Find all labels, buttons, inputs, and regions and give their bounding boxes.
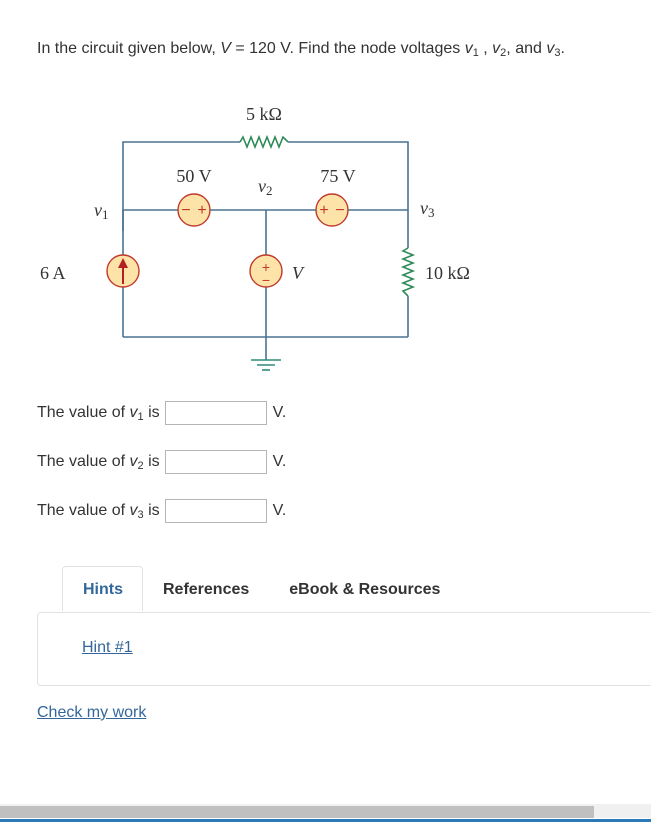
var-v3-sub: 3 (554, 47, 561, 59)
var-v2: v (492, 40, 501, 57)
answer-row-v1: The value of v1 is V. (37, 401, 286, 425)
question-sep2: , and (506, 40, 547, 57)
tab-references[interactable]: References (163, 581, 250, 598)
answer-label-v1: The value of v1 is (37, 403, 160, 423)
source-50v-label: 50 V (176, 166, 211, 186)
var-v1: v (464, 40, 473, 57)
answer-unit-v1: V. (272, 404, 287, 421)
horizontal-scrollbar[interactable] (0, 804, 651, 818)
var-v2-sub: 2 (500, 47, 507, 59)
node-v2-label: v2 (258, 176, 273, 198)
answer-unit-v3: V. (272, 502, 287, 519)
answer-unit-v2: V. (272, 453, 287, 470)
question-equals: = 120 V. Find the node voltages (230, 40, 465, 57)
current-source-label: 6 A (40, 263, 66, 283)
node-v3-label: v3 (420, 198, 435, 220)
answer-input-v1[interactable] (164, 401, 267, 425)
voltage-source-v-label: V (292, 263, 305, 283)
question-prefix: In the circuit given below, (37, 40, 221, 57)
svg-text:−: − (335, 202, 344, 219)
answer-label-v2: The value of v2 is (37, 452, 160, 472)
svg-text:−: − (262, 272, 270, 288)
voltage-source-75v-icon: + − (315, 193, 349, 227)
circuit-wires (122, 141, 409, 360)
source-75v-label: 75 V (320, 166, 355, 186)
resistor-5k-label: 5 kΩ (246, 104, 282, 124)
hints-panel: Hint #1 (37, 612, 651, 686)
ground-icon (251, 359, 281, 371)
voltage-source-50v-icon: − + (177, 193, 211, 227)
question-text: In the circuit given below, V = 120 V. F… (37, 40, 565, 59)
svg-text:+: + (197, 202, 206, 219)
question-end: . (560, 40, 565, 57)
question-sep1: , (478, 40, 493, 57)
resistor-5k-icon (239, 134, 289, 150)
circuit-diagram: 5 kΩ 10 kΩ − + 50 V + − 75 V 6 A + − V v… (40, 104, 470, 371)
tab-ebook-resources[interactable]: eBook & Resources (289, 581, 441, 598)
resource-tabs: Hints References eBook & Resources (62, 566, 460, 611)
resistor-10k-icon (400, 247, 416, 297)
resistor-10k-label: 10 kΩ (425, 263, 470, 283)
answer-label-v3: The value of v3 is (37, 501, 160, 521)
hint-1-link[interactable]: Hint #1 (82, 639, 133, 656)
current-source-icon (106, 254, 140, 288)
var-V: V (220, 40, 231, 57)
voltage-source-v-icon: + − (249, 254, 283, 288)
answer-row-v3: The value of v3 is V. (37, 499, 286, 523)
var-v1-sub: 1 (472, 47, 479, 59)
var-v3: v (546, 40, 555, 57)
svg-text:−: − (181, 202, 190, 219)
wire-top-right (288, 141, 409, 210)
check-my-work-link[interactable]: Check my work (37, 704, 147, 721)
svg-text:+: + (319, 202, 328, 219)
answer-input-v3[interactable] (164, 499, 267, 523)
node-v1-label: v1 (94, 200, 109, 222)
scrollbar-thumb[interactable] (0, 806, 594, 818)
wire-top-left (122, 141, 240, 231)
bottom-border (0, 819, 651, 822)
svg-text:+: + (262, 259, 270, 275)
answer-input-v2[interactable] (164, 450, 267, 474)
tab-hints[interactable]: Hints (62, 566, 143, 611)
answer-row-v2: The value of v2 is V. (37, 450, 286, 474)
